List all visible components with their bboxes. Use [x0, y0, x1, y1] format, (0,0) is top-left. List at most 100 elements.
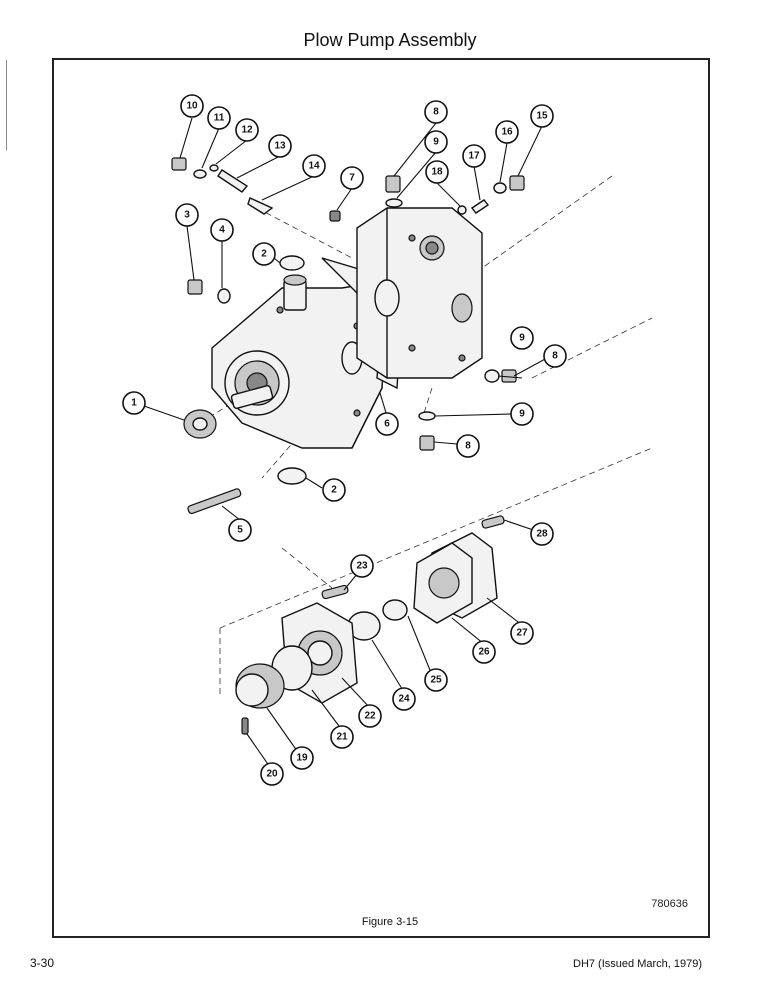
svg-text:25: 25 [430, 675, 442, 686]
callout-27: 27 [510, 621, 534, 645]
callout-9-top: 9 [424, 130, 448, 154]
svg-text:12: 12 [241, 125, 253, 136]
svg-text:15: 15 [536, 111, 548, 122]
o-ring-11 [193, 169, 207, 179]
plug-8-top [385, 175, 401, 193]
screw-7 [329, 210, 341, 222]
callout-9-bottom: 9 [510, 402, 534, 426]
svg-text:19: 19 [296, 753, 308, 764]
callout-14: 14 [302, 154, 326, 178]
svg-text:9: 9 [519, 409, 525, 420]
page-number: 3-30 [30, 956, 55, 970]
small-parts [171, 157, 525, 515]
svg-text:8: 8 [552, 351, 558, 362]
svg-text:22: 22 [364, 711, 376, 722]
svg-text:23: 23 [356, 561, 368, 572]
callout-9-right: 9 [510, 326, 534, 350]
spring-13 [217, 169, 249, 193]
lower-assembly [235, 515, 505, 735]
svg-text:27: 27 [516, 628, 528, 639]
callout-5: 5 [228, 518, 252, 542]
plug-8-bottom [419, 435, 435, 451]
washer-12 [209, 164, 219, 172]
callout-4: 4 [210, 218, 234, 242]
svg-text:10: 10 [186, 101, 198, 112]
svg-text:5: 5 [237, 525, 243, 536]
svg-text:13: 13 [274, 141, 286, 152]
exploded-view-diagram: 10 11 12 13 14 7 8 9 18 17 16 15 3 4 2 1… [122, 94, 653, 786]
svg-text:21: 21 [336, 732, 348, 743]
svg-text:8: 8 [433, 107, 439, 118]
callout-3: 3 [175, 203, 199, 227]
plug-3 [187, 279, 203, 295]
bolt-23 [321, 584, 349, 600]
callout-23: 23 [350, 554, 374, 578]
bushing-25 [382, 599, 408, 621]
svg-text:7: 7 [349, 173, 355, 184]
o-ring-16 [493, 182, 507, 194]
svg-text:9: 9 [519, 333, 525, 344]
callout-8-right: 8 [543, 344, 567, 368]
svg-text:14: 14 [308, 161, 320, 172]
poppet-14 [247, 197, 274, 215]
callout-12: 12 [235, 118, 259, 142]
seal-2-top [279, 255, 305, 271]
bolt-5 [187, 488, 242, 515]
svg-text:8: 8 [465, 441, 471, 452]
o-ring-9-bottom [418, 411, 436, 421]
svg-text:20: 20 [266, 769, 278, 780]
svg-text:17: 17 [468, 151, 480, 162]
callout-22: 22 [358, 704, 382, 728]
callout-21: 21 [330, 725, 354, 749]
svg-text:26: 26 [478, 647, 490, 658]
callout-2-top: 2 [252, 242, 276, 266]
o-ring-9-right [484, 369, 500, 383]
svg-text:16: 16 [501, 127, 513, 138]
svg-text:2: 2 [261, 249, 267, 260]
leader-lines [143, 117, 548, 771]
callout-16: 16 [495, 120, 519, 144]
valve-housing [356, 207, 483, 379]
o-ring-9-top [385, 198, 403, 208]
svg-text:1: 1 [131, 398, 137, 409]
spring-17 [470, 199, 490, 214]
bolt-28 [481, 515, 505, 529]
document-id: DH7 (Issued March, 1979) [573, 958, 702, 970]
callout-8-top: 8 [424, 100, 448, 124]
callout-6: 6 [375, 412, 399, 436]
svg-text:2: 2 [331, 485, 337, 496]
svg-text:6: 6 [384, 419, 390, 430]
callout-10: 10 [180, 94, 204, 118]
svg-text:11: 11 [214, 113, 225, 124]
callout-26: 26 [472, 640, 496, 664]
pin-20 [241, 717, 249, 735]
callout-25: 25 [424, 668, 448, 692]
figure-caption: Figure 3-15 [361, 916, 419, 928]
figure-frame [52, 58, 710, 938]
svg-text:4: 4 [219, 225, 225, 236]
callout-17: 17 [462, 144, 486, 168]
ball-18 [457, 205, 467, 215]
callout-11: 11 [207, 106, 231, 130]
seal-2-bottom [277, 467, 307, 485]
svg-text:9: 9 [433, 137, 439, 148]
o-ring-4 [217, 288, 231, 304]
callout-24: 24 [392, 687, 416, 711]
callout-1: 1 [122, 391, 146, 415]
svg-text:18: 18 [431, 167, 443, 178]
callout-2-bottom: 2 [322, 478, 346, 502]
callout-19: 19 [290, 746, 314, 770]
page-title: Plow Pump Assembly [303, 30, 477, 50]
callout-18: 18 [425, 160, 449, 184]
margin-mark [6, 60, 7, 150]
svg-text:28: 28 [536, 529, 548, 540]
callout-7: 7 [340, 166, 364, 190]
svg-text:3: 3 [184, 210, 190, 221]
callout-20: 20 [260, 762, 284, 786]
callout-13: 13 [268, 134, 292, 158]
drawing-number: 780636 [651, 898, 688, 910]
callout-8-bottom: 8 [456, 434, 480, 458]
svg-text:24: 24 [398, 694, 410, 705]
callout-28: 28 [530, 522, 554, 546]
plug-15 [509, 175, 525, 191]
